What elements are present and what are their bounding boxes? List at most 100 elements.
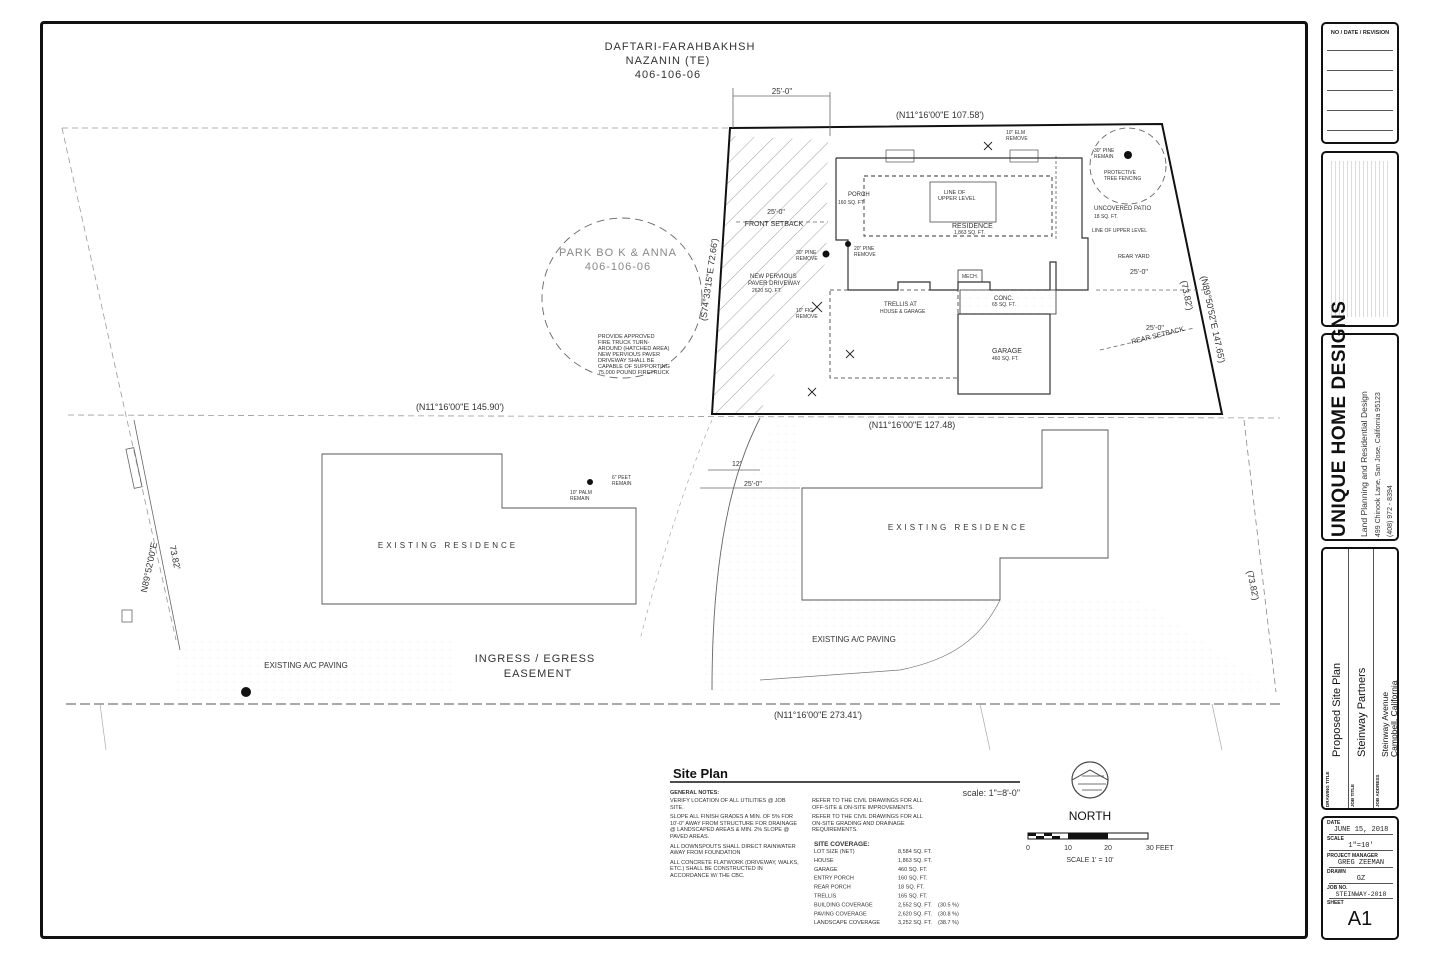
- concrete-pad: [960, 290, 1056, 314]
- north-arrow-icon: [1071, 761, 1109, 799]
- neighbor-parcel-lines: [61, 127, 1281, 641]
- trellis-label-2: HOUSE & GARAGE: [880, 309, 926, 315]
- existing-residence-left: [321, 453, 637, 605]
- project-info-block: DATE JUNE 15, 2018 SCALE 1"=10' PROJECT …: [1321, 816, 1399, 940]
- job-address-line-2: Campbell, California: [1389, 680, 1399, 757]
- porch-area: 160 SQ. FT.: [838, 200, 865, 206]
- general-notes-heading: GENERAL NOTES:: [670, 790, 719, 796]
- job-no-value: STEINWAY-2018: [1329, 891, 1393, 899]
- elm-label: 10" ELM: [1006, 130, 1025, 136]
- uncovered-patio-label: UNCOVERED PATIO: [1094, 206, 1151, 212]
- front-setback-label: FRONT SETBACK: [745, 221, 804, 228]
- pine-remain-label-2: REMAIN: [1094, 154, 1114, 160]
- job-title: Steinway Partners: [1356, 667, 1368, 757]
- tree-remove-marks: [807, 141, 993, 397]
- revision-heading: NO / DATE / REVISION: [1330, 30, 1390, 36]
- sheet-label: SHEET: [1327, 900, 1344, 906]
- civil-notes-list: REFER TO THE CIVIL DRAWINGS FOR ALL OFF-…: [812, 798, 932, 834]
- easement-label: EASEMENT: [504, 668, 573, 680]
- pine-remove-b-label-2: REMOVE: [854, 252, 876, 258]
- conc-label: CONC.: [994, 296, 1014, 302]
- fire-note-6: CAPABLE OF SUPPORTING: [598, 364, 670, 370]
- coverage-label: BUILDING COVERAGE: [814, 902, 873, 908]
- protective-label: PROTECTIVE: [1104, 170, 1137, 176]
- title-divider: [1348, 549, 1349, 808]
- dim-west-line: (S74°33'15"E 72.66'): [698, 238, 719, 322]
- job-address-label: JOB ADDRESS: [1375, 774, 1380, 807]
- scale-tick-30: 30 FEET: [1146, 845, 1174, 852]
- fig-label-2: REMOVE: [796, 314, 818, 320]
- site-coverage-heading: SITE COVERAGE:: [814, 841, 870, 848]
- driveway-curve: [711, 417, 761, 691]
- dim-rear-25b: 25'-0": [1146, 325, 1164, 332]
- dim-bottom-line: (N11°16'00"E 273.41'): [774, 710, 862, 720]
- coverage-label: HOUSE: [814, 858, 834, 864]
- paving-curve: [759, 599, 1001, 681]
- peet-label: 6" PEET: [612, 475, 631, 481]
- existing-residence-right: [801, 429, 1109, 601]
- firm-logo-block: UNIQUE HOME DESIGNS Land Planning and Re…: [1321, 301, 1399, 541]
- patio-area: 18 SQ. FT.: [1094, 214, 1118, 220]
- residence-footprint: [835, 149, 1089, 291]
- revision-row: [1327, 90, 1393, 91]
- pine-remove-b-icon: [845, 241, 851, 247]
- dim-front-25: 25'-0": [767, 209, 785, 216]
- dim-north-line: (N11°16'00"E 107.58'): [896, 110, 984, 120]
- pine-remove-b-label: 20" PINE: [854, 246, 875, 252]
- driveway-label-2: PAVER DRIVEWAY: [748, 281, 800, 287]
- protective-label-2: TREE FENCING: [1104, 176, 1141, 182]
- firm-phone: (408) 972 - 8394: [1387, 485, 1394, 537]
- site-plan-title: Site Plan: [673, 766, 728, 781]
- drawing-title: Proposed Site Plan: [1331, 662, 1343, 757]
- mech-label: MECH.: [962, 274, 978, 280]
- palm-label: 10" PALM: [570, 490, 592, 496]
- existing-residence-left-label: EXISTING RESIDENCE: [378, 541, 518, 550]
- general-note-4: ALL CONCRETE FLATWORK (DRIVEWAY, WALKS, …: [670, 859, 799, 879]
- firm-tagline: Land Planning and Residential Design: [1359, 391, 1369, 537]
- fire-note-7: 75,000 POUND FIRETRUCK: [598, 370, 670, 376]
- dim-east-short: (73.82'): [1179, 280, 1195, 312]
- tree-remain-icon: [1124, 151, 1132, 159]
- general-note-1: VERIFY LOCATION OF ALL UTILITIES @ JOB S…: [670, 798, 786, 811]
- neighbor-west-name: PARK BO K & ANNA: [559, 247, 677, 259]
- revision-row: [1327, 70, 1393, 71]
- coverage-value: 2,552 SQ. FT.: [898, 902, 932, 908]
- coverage-label: LOT SIZE (NET): [814, 849, 855, 855]
- fire-note-2: FIRE TRUCK TURN-: [598, 340, 650, 346]
- dim-mid-line-right: (N11°16'00"E 127.48): [869, 420, 955, 430]
- elm-label-2: REMOVE: [1006, 136, 1028, 142]
- porch-label: PORCH: [848, 192, 870, 198]
- drawn-label: DRAWN: [1327, 869, 1346, 875]
- paving-left-label: EXISTING A/C PAVING: [264, 661, 348, 670]
- peet-label-2: REMAIN: [612, 481, 632, 487]
- coverage-value: 3,252 SQ. FT.: [898, 920, 932, 926]
- coverage-value: 8,584 SQ. FT.: [898, 849, 932, 855]
- civil-note-2: REFER TO THE CIVIL DRAWINGS FOR ALL ON-S…: [812, 814, 923, 834]
- ingress-label: INGRESS / EGRESS: [475, 653, 596, 665]
- revision-row: [1327, 110, 1393, 111]
- palm-tree-icon: [587, 479, 593, 485]
- paving-right-label: EXISTING A/C PAVING: [812, 635, 896, 644]
- coverage-percent: (30.8 %): [938, 911, 959, 917]
- coverage-label: TRELLIS: [814, 894, 837, 900]
- revision-row: [1327, 50, 1393, 51]
- line-upper-label-2: UPPER LEVEL: [938, 196, 976, 202]
- coverage-label: LANDSCAPE COVERAGE: [814, 920, 880, 926]
- coverage-percent: (30.5 %): [938, 902, 959, 908]
- survey-monument-icon: [241, 687, 251, 697]
- coverage-value: 1,863 SQ. FT.: [898, 858, 932, 864]
- civil-note-1: REFER TO THE CIVIL DRAWINGS FOR ALL OFF-…: [812, 798, 923, 811]
- firm-address: 499 Chinook Lane, San Jose, California 9…: [1375, 392, 1382, 537]
- dim-left-dist: 73.82': [168, 544, 183, 570]
- revision-row: [1327, 130, 1393, 131]
- pine-remove-label-2: REMOVE: [796, 256, 818, 262]
- drawing-title-block: DRAWING TITLE Proposed Site Plan JOB TIT…: [1321, 547, 1399, 810]
- line-upper-label-b: LINE OF UPPER LEVEL: [1092, 228, 1147, 234]
- west-fire-turnaround-circle: [541, 217, 703, 379]
- left-boundary-marks: [121, 419, 181, 651]
- residence-area: 1,863 SQ. FT.: [954, 230, 985, 236]
- general-note-2: SLOPE ALL FINISH GRADES A MIN. OF 5% FOR…: [670, 814, 798, 840]
- scale-value: 1"=10': [1329, 842, 1393, 851]
- drawing-title-label: DRAWING TITLE: [1325, 771, 1330, 808]
- title-divider: [1373, 549, 1374, 808]
